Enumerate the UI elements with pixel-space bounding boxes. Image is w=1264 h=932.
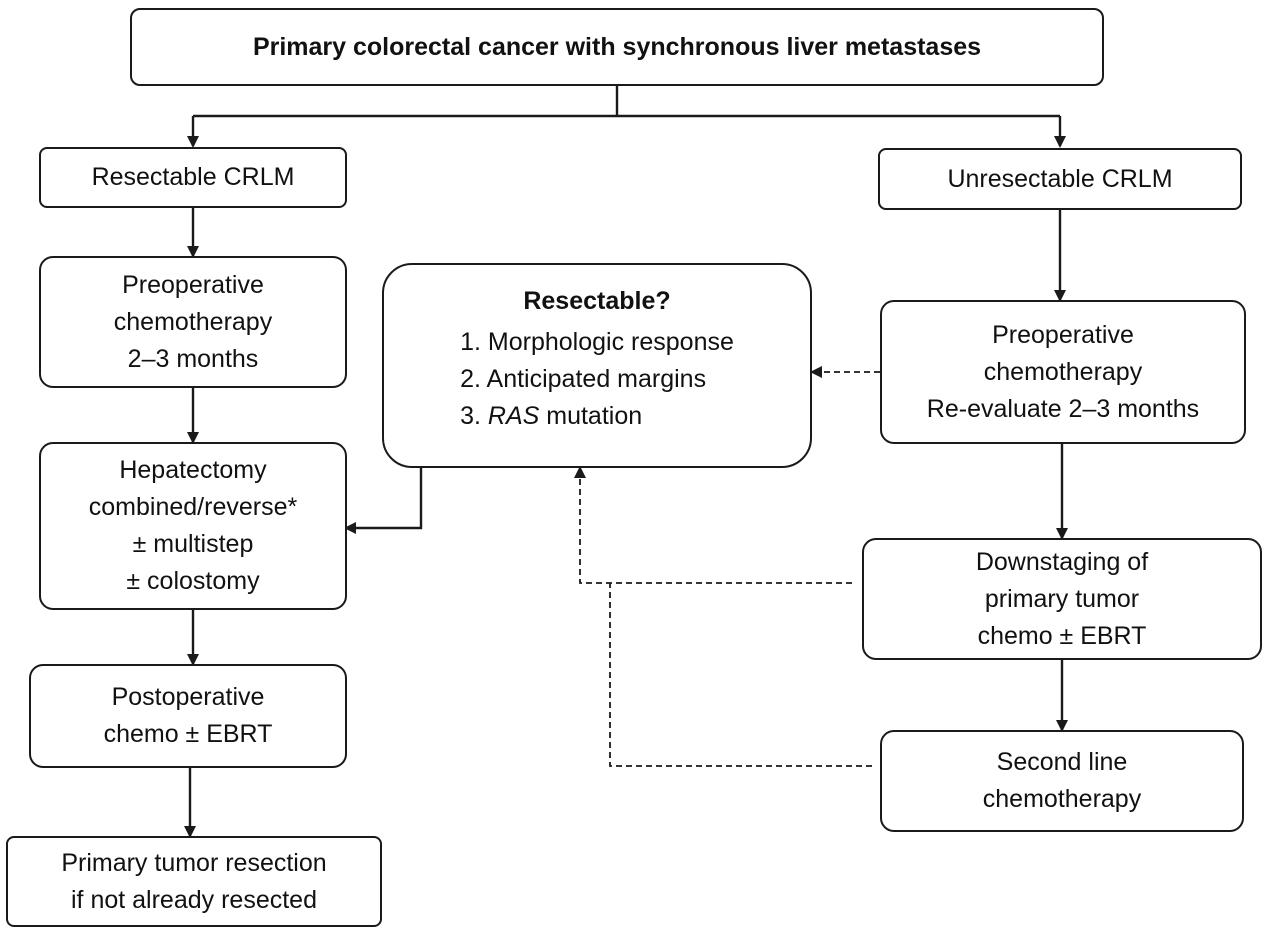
- primary-resection-line-1: Primary tumor resection: [61, 848, 327, 877]
- second-line-chemo-box: Second line chemotherapy: [880, 730, 1244, 832]
- title-text: Primary colorectal cancer with synchrono…: [252, 32, 982, 61]
- title-box: Primary colorectal cancer with synchrono…: [130, 8, 1104, 86]
- primary-resection-line-2: if not already resected: [71, 885, 317, 914]
- second-line-line-2: chemotherapy: [982, 785, 1142, 813]
- downstaging-box: Downstaging of primary tumor chemo ± EBR…: [862, 538, 1262, 660]
- criterion-3-gene: RAS: [487, 402, 540, 430]
- postop-line-1: Postoperative: [111, 683, 265, 711]
- hepatectomy-line-2: combined/reverse*: [88, 493, 298, 521]
- dashed-line-downstaging: [574, 466, 852, 584]
- criterion-3-prefix: 3.: [460, 402, 488, 430]
- hepatectomy-line-4: ± colostomy: [126, 567, 260, 595]
- unresectable-crlm-box: Unresectable CRLM: [878, 148, 1242, 210]
- preop-right-line-2: chemotherapy: [983, 357, 1143, 386]
- second-line-line-1: Second line: [996, 748, 1128, 776]
- preoperative-chemo-left-box: Preoperative chemotherapy 2–3 months: [39, 256, 347, 388]
- primary-tumor-resection-box: Primary tumor resection if not already r…: [6, 836, 382, 927]
- resectable-crlm-text: Resectable CRLM: [91, 163, 295, 191]
- resectable-criteria-box: Resectable? 1. Morphologic response 2. A…: [382, 263, 812, 468]
- criteria-list: 1. Morphologic response 2. Anticipated m…: [460, 324, 734, 435]
- dashed-line-second-line: [609, 583, 872, 767]
- arrow-resectable-to-hepatectomy: [344, 468, 423, 534]
- preop-right-line-3: Re-evaluate 2–3 months: [926, 394, 1200, 423]
- preoperative-chemo-right-box: Preoperative chemotherapy Re-evaluate 2–…: [880, 300, 1246, 444]
- criterion-3: 3. RAS mutation: [460, 398, 642, 435]
- postop-line-2: chemo ± EBRT: [103, 720, 273, 748]
- preop-left-line-2: chemotherapy: [113, 307, 273, 336]
- downstaging-line-3: chemo ± EBRT: [977, 621, 1147, 650]
- preop-left-line-3: 2–3 months: [127, 344, 259, 373]
- criterion-2: 2. Anticipated margins: [460, 365, 707, 393]
- preop-left-line-1: Preoperative: [122, 270, 264, 299]
- criterion-3-suffix: mutation: [539, 402, 643, 430]
- hepatectomy-line-3: ± multistep: [132, 530, 254, 558]
- criterion-1: 1. Morphologic response: [460, 328, 734, 356]
- postoperative-chemo-box: Postoperative chemo ± EBRT: [29, 664, 347, 768]
- hepatectomy-line-1: Hepatectomy: [119, 456, 267, 484]
- downstaging-line-1: Downstaging of: [975, 547, 1149, 576]
- resectable-crlm-box: Resectable CRLM: [39, 147, 347, 208]
- hepatectomy-box: Hepatectomy combined/reverse* ± multiste…: [39, 442, 347, 610]
- unresectable-crlm-text: Unresectable CRLM: [947, 164, 1173, 193]
- downstaging-line-2: primary tumor: [984, 584, 1140, 613]
- resectable-question: Resectable?: [523, 287, 671, 315]
- preop-right-line-1: Preoperative: [992, 320, 1134, 349]
